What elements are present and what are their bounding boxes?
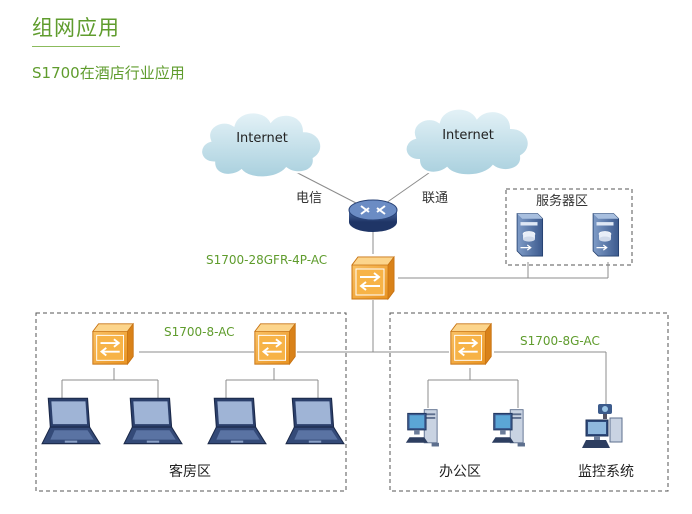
- desktop-computer-icon: [405, 409, 440, 447]
- monitor-zone-label: 监控系统: [578, 464, 634, 480]
- server-icon: [592, 212, 620, 257]
- page-subtitle: S1700在酒店行业应用: [32, 64, 185, 82]
- router-icon: [348, 199, 398, 232]
- guest-zone-box: [35, 312, 347, 492]
- server-zone-label: 服务器区: [536, 193, 588, 209]
- laptop-icon: [285, 397, 345, 445]
- internet-cloud-right: Internet: [404, 107, 530, 177]
- laptop-icon: [41, 397, 101, 445]
- office-zone-box: [389, 312, 669, 492]
- internet-cloud-left: Internet: [200, 111, 323, 179]
- server-zone-box: [505, 188, 633, 266]
- laptop-icon: [207, 397, 267, 445]
- guest-switch-icon: [253, 322, 297, 366]
- guest-switch-label: S1700-8-AC: [164, 325, 235, 339]
- cloud-label-left: Internet: [236, 131, 288, 146]
- office-switch-icon: [449, 322, 493, 366]
- surveillance-camera-icon: [581, 403, 623, 449]
- connection-lines: [61, 167, 609, 408]
- guest-zone-label: 客房区: [169, 463, 211, 480]
- office-zone-label: 办公区: [439, 464, 481, 480]
- cloud-label-right: Internet: [442, 128, 494, 143]
- desktop-computer-icon: [491, 409, 526, 447]
- office-switch-label: S1700-8G-AC: [520, 334, 600, 348]
- page-title: 组网应用: [32, 12, 120, 47]
- core-switch-icon: [350, 255, 396, 301]
- core-switch-label: S1700-28GFR-4P-AC: [206, 253, 327, 267]
- guest-switch-icon: [91, 322, 135, 366]
- server-icon: [516, 212, 544, 257]
- isp-label-unicom: 联通: [422, 191, 448, 206]
- isp-label-telecom: 电信: [296, 191, 322, 206]
- laptop-icon: [123, 397, 183, 445]
